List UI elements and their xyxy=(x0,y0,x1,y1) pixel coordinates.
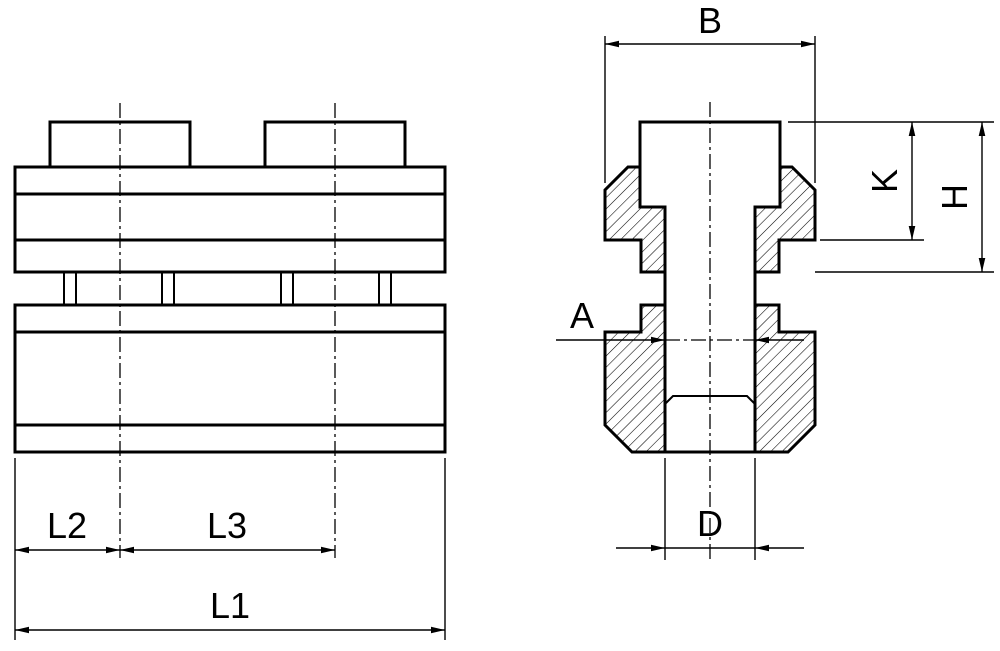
dim-H: H xyxy=(815,122,994,273)
section-view: B K H A xyxy=(556,0,994,560)
upper-bar xyxy=(13,165,447,274)
lower-bar xyxy=(13,303,447,454)
dim-K: K xyxy=(788,121,994,241)
dim-label-d: D xyxy=(697,503,723,544)
dim-label-b: B xyxy=(698,0,722,41)
dim-A: A xyxy=(556,295,804,344)
dim-L1: L1 xyxy=(15,585,445,634)
dim-label-l2: L2 xyxy=(47,505,87,546)
lower-nut-right-section xyxy=(753,303,817,454)
section-view-dimensions: B K H A xyxy=(556,0,994,560)
dim-label-l1: L1 xyxy=(210,585,250,626)
dim-label-k: K xyxy=(864,169,905,193)
dim-D: D xyxy=(616,458,804,560)
dim-label-l3: L3 xyxy=(207,505,247,546)
lower-nut-left-section xyxy=(603,303,667,454)
dim-L2: L2 xyxy=(15,505,120,554)
dim-L3: L3 xyxy=(120,505,335,554)
connecting-ribs xyxy=(63,272,392,305)
dim-label-h: H xyxy=(934,184,975,210)
side-view: L2 L3 L1 xyxy=(13,103,447,640)
dim-label-a: A xyxy=(570,295,594,336)
side-view-part xyxy=(13,120,447,454)
side-view-dimensions: L2 L3 L1 xyxy=(14,458,446,640)
section-view-centerlines xyxy=(665,102,755,560)
dim-B: B xyxy=(604,0,816,183)
side-view-centerlines xyxy=(119,103,336,558)
